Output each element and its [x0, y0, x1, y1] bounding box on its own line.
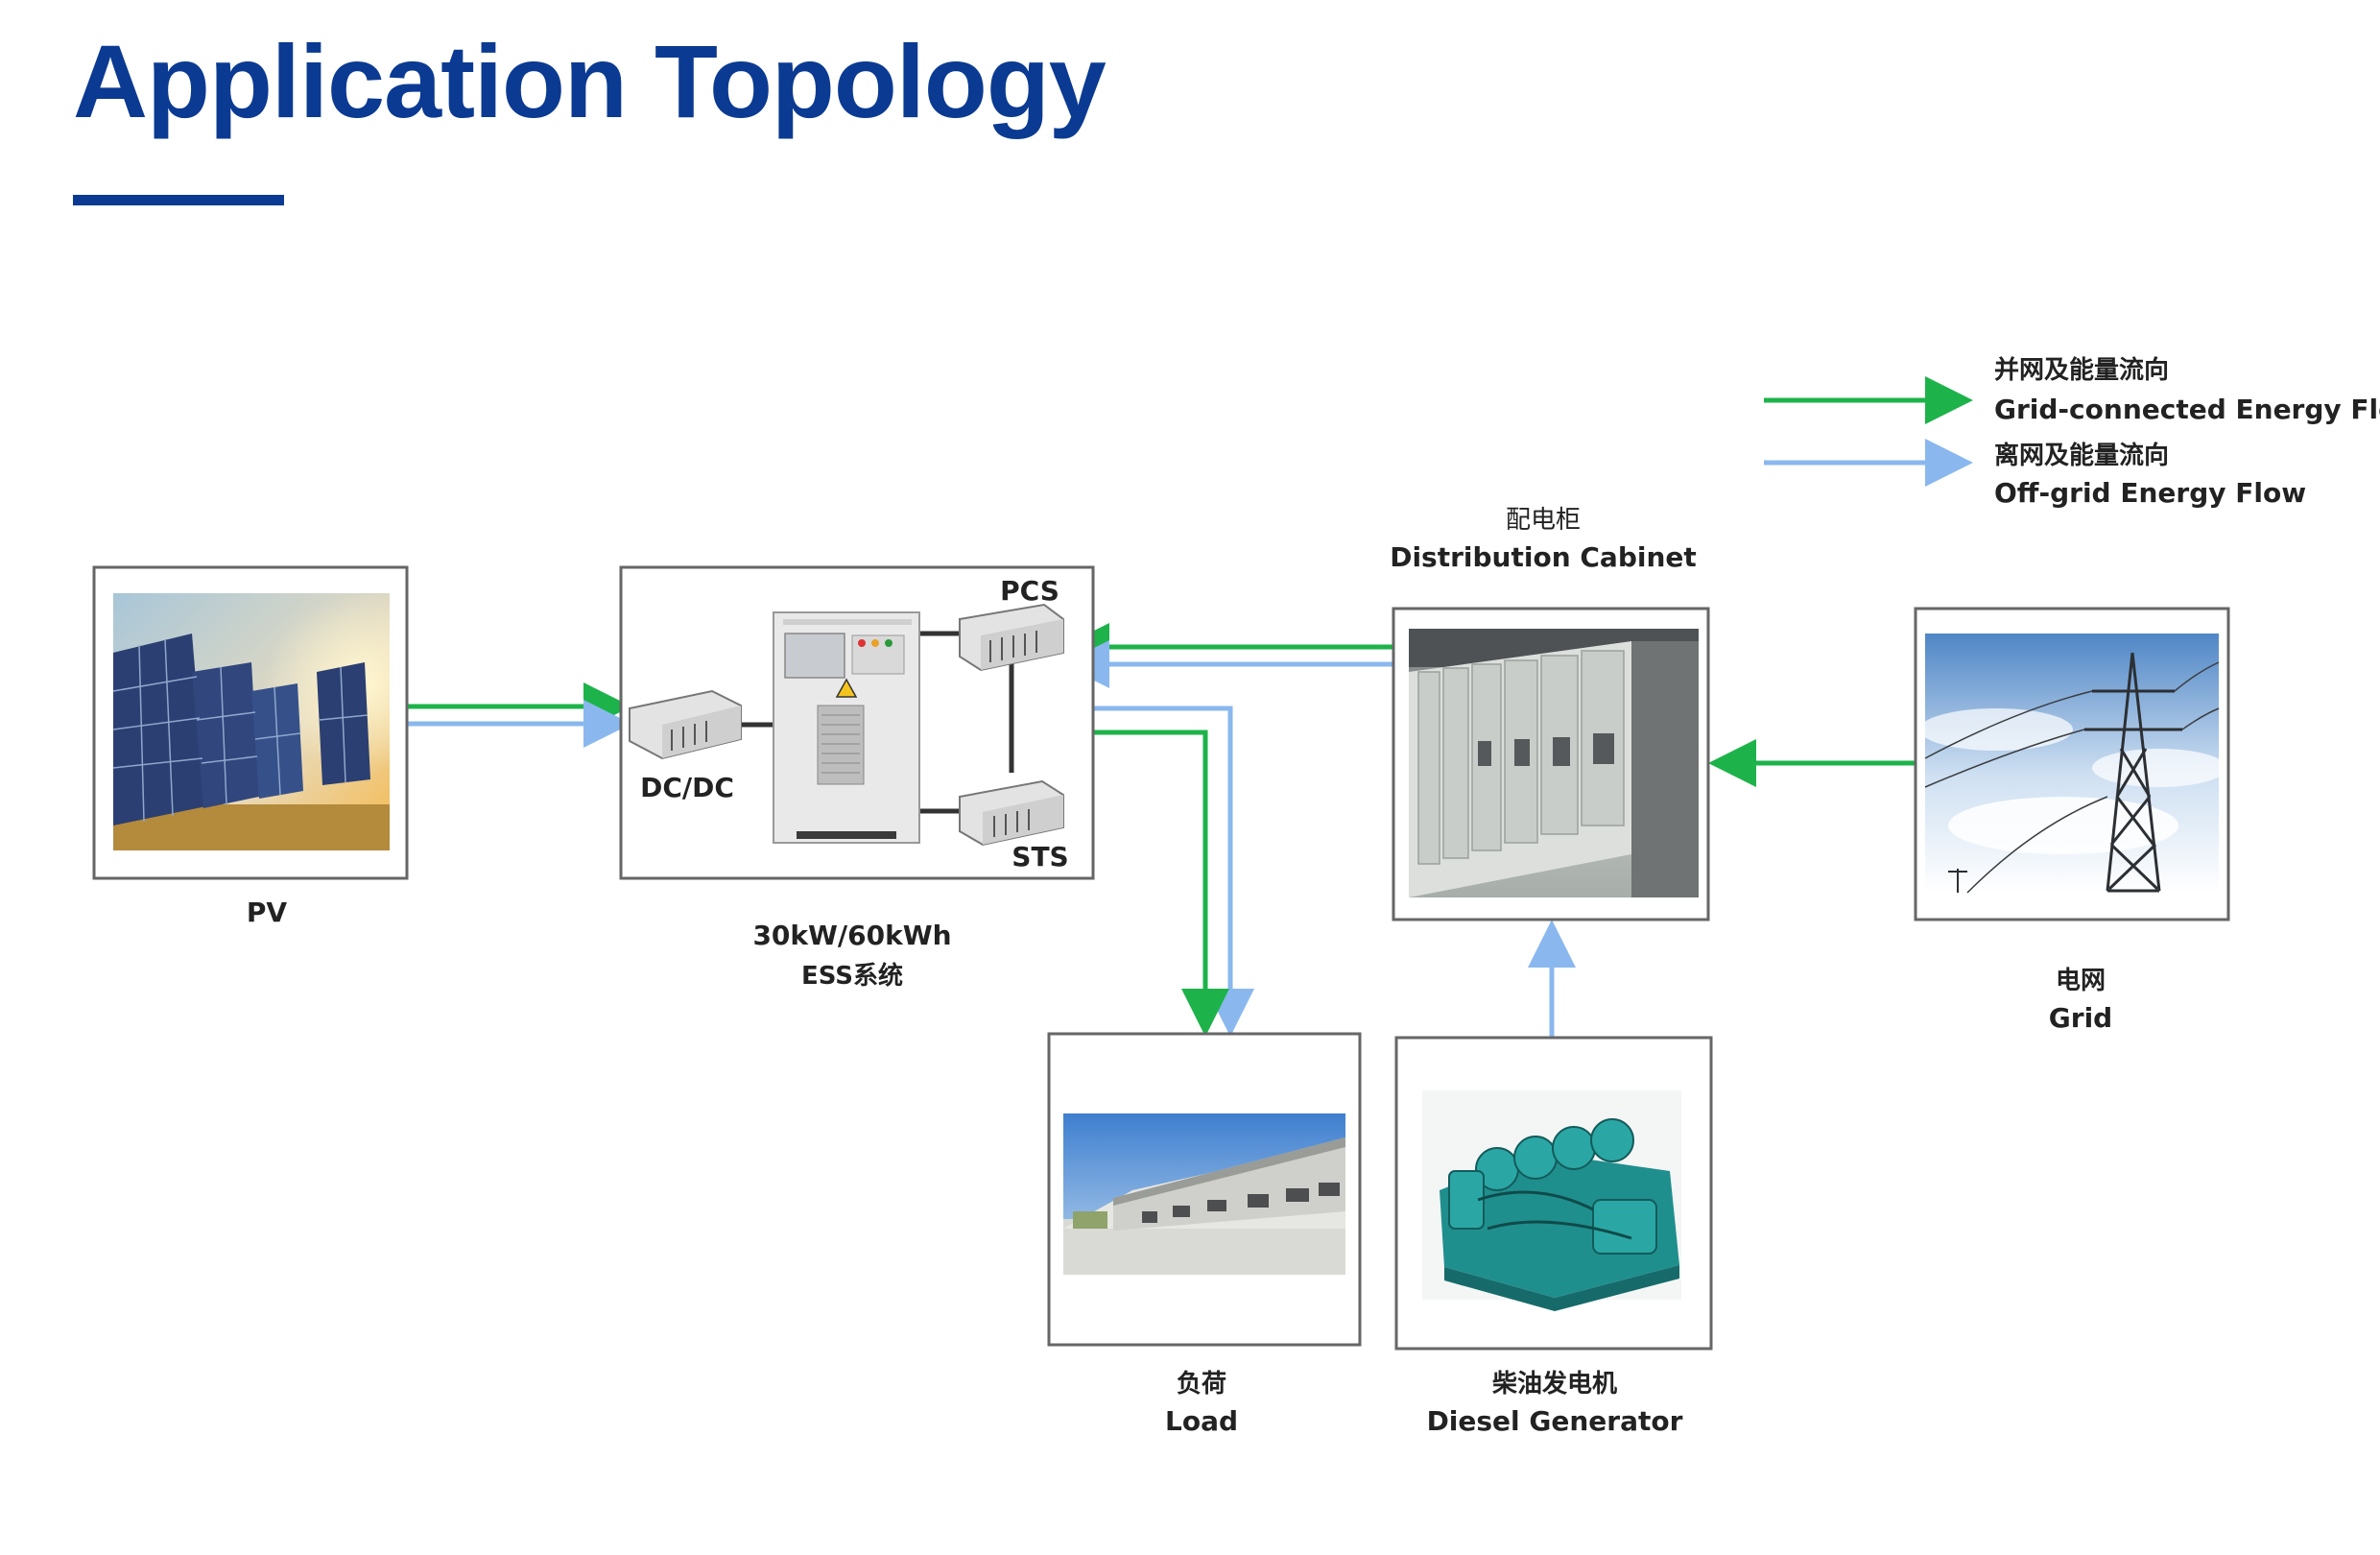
- page-title: Application Topology: [73, 23, 1107, 139]
- diesel-label-en: Diesel Generator: [1427, 1405, 1683, 1437]
- load-node: 负荷 Load: [1047, 1032, 1362, 1437]
- pcs-module-icon: [959, 603, 1064, 672]
- ess-cabinet-icon: [773, 611, 920, 844]
- load-label-en: Load: [1165, 1405, 1238, 1437]
- ess-label-line2: ESS系统: [801, 961, 903, 991]
- title-underline: [73, 195, 284, 205]
- load-label-cn: 负荷: [1177, 1370, 1226, 1399]
- dcdc-module-icon: [629, 689, 742, 760]
- diesel-label-cn: 柴油发电机: [1491, 1369, 1617, 1399]
- legend-offgrid-en: Off-grid Energy Flow: [1994, 477, 2306, 509]
- grid-label-en: Grid: [2049, 1002, 2112, 1034]
- legend-grid-cn: 并网及能量流向: [1994, 355, 2169, 385]
- flow-lines: [408, 623, 1916, 1037]
- legend-grid-en: Grid-connected Energy Flow: [1994, 394, 2380, 425]
- cabinet-label-cn: 配电柜: [1506, 506, 1581, 535]
- grid-node: 电网 Grid: [1914, 607, 2230, 1034]
- ess-label-line1: 30kW/60kWh: [752, 920, 951, 951]
- cabinet-label-en: Distribution Cabinet: [1390, 541, 1697, 573]
- solar-panel-icon: [112, 593, 390, 850]
- power-tower-icon: [1919, 634, 2226, 894]
- diesel-generator-icon: [1422, 1090, 1681, 1311]
- ess-node: DC/DC: [619, 565, 1095, 991]
- legend: 并网及能量流向 Grid-connected Energy Flow 离网及能量…: [1764, 355, 2380, 509]
- sts-module-icon: [959, 779, 1064, 847]
- distribution-cabinet-node: 配电柜 Distribution Cabinet: [1390, 506, 1710, 921]
- diesel-generator-node: 柴油发电机 Diesel Generator: [1394, 1036, 1713, 1437]
- factory-building-icon: [1063, 1113, 1345, 1275]
- sts-label: STS: [1012, 841, 1068, 873]
- dcdc-label: DC/DC: [640, 772, 734, 803]
- switchgear-icon: [1409, 629, 1699, 897]
- pcs-label: PCS: [1000, 575, 1059, 607]
- pv-label: PV: [247, 897, 288, 928]
- pv-node: PV: [92, 565, 409, 928]
- grid-label-cn: 电网: [2056, 967, 2106, 995]
- legend-offgrid-cn: 离网及能量流向: [1994, 441, 2169, 470]
